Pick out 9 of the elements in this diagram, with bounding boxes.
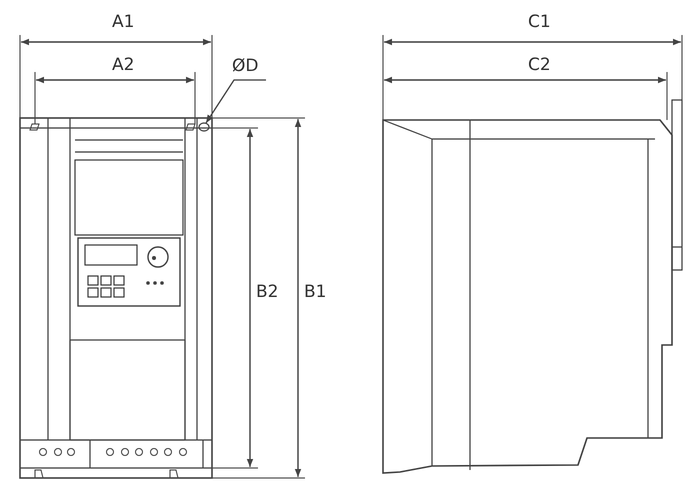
dimension-label: C1 xyxy=(528,12,551,32)
dimension-label: A1 xyxy=(112,12,134,32)
leader-line xyxy=(205,79,266,124)
dimension-label: B1 xyxy=(304,282,326,302)
mounting-hole xyxy=(198,122,210,132)
dimension-label: B2 xyxy=(256,282,278,302)
callout-label: ØD xyxy=(232,56,258,76)
dimension-label: A2 xyxy=(112,55,134,75)
dimension-label: C2 xyxy=(528,55,551,75)
